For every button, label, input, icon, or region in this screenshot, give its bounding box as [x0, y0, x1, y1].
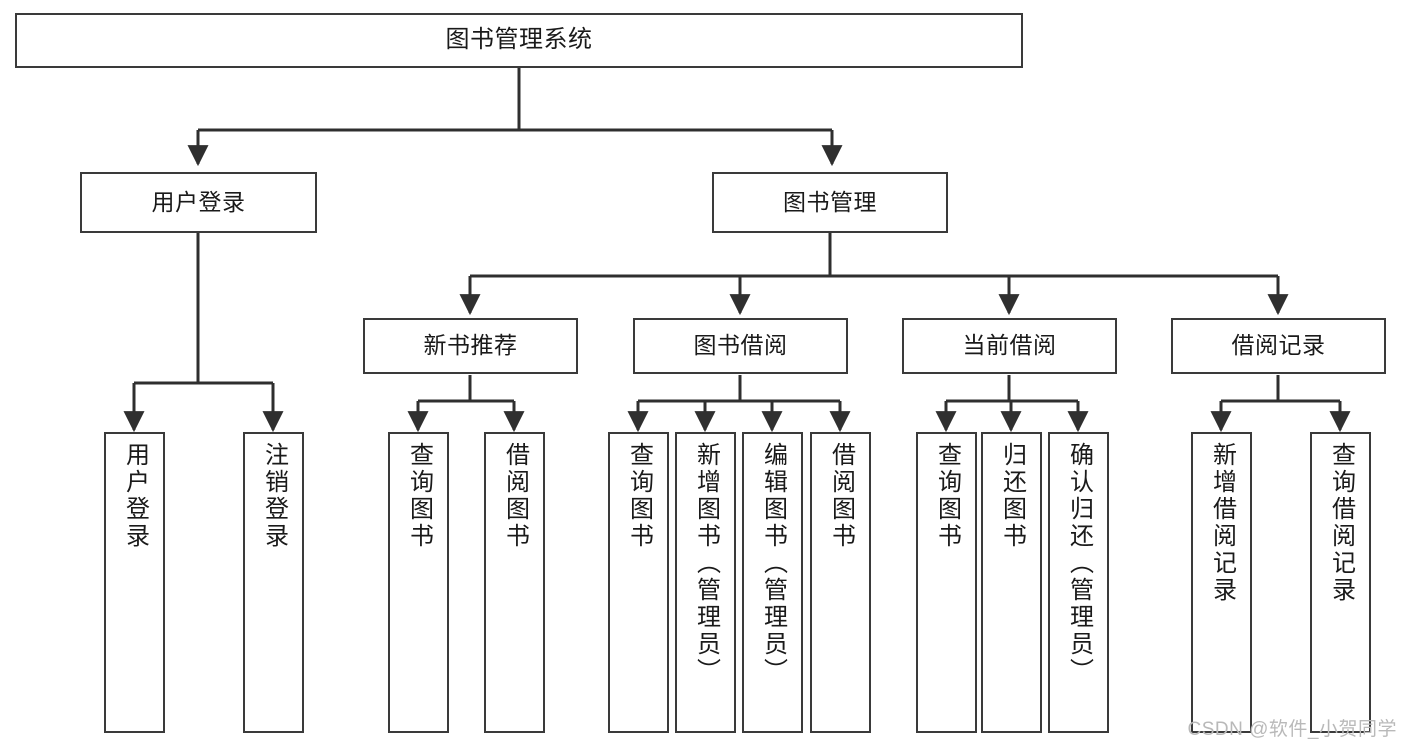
node-leaf-query-book-3[interactable]: 查询图书	[916, 432, 977, 733]
node-label: 新增借阅记录	[1208, 442, 1236, 604]
node-label: 查询借阅记录	[1327, 442, 1355, 604]
node-leaf-add-record[interactable]: 新增借阅记录	[1191, 432, 1252, 733]
node-label: 借阅图书	[501, 442, 529, 550]
node-leaf-query-book-2[interactable]: 查询图书	[608, 432, 669, 733]
node-label: 用户登录	[151, 188, 246, 215]
node-leaf-borrow-book-2[interactable]: 借阅图书	[810, 432, 871, 733]
node-new-book-recommend[interactable]: 新书推荐	[363, 318, 578, 374]
node-current-borrow[interactable]: 当前借阅	[902, 318, 1117, 374]
node-label: 当前借阅	[962, 332, 1057, 359]
watermark-text: CSDN @软件_小贺同学	[1187, 719, 1397, 740]
node-leaf-user-logout[interactable]: 注销登录	[243, 432, 304, 733]
node-label: 图书管理系统	[445, 26, 593, 54]
node-label: 查询图书	[933, 442, 961, 550]
node-label: 借阅图书	[827, 442, 855, 550]
node-leaf-return-book[interactable]: 归还图书	[981, 432, 1042, 733]
node-book-borrow[interactable]: 图书借阅	[633, 318, 848, 374]
node-leaf-query-book-1[interactable]: 查询图书	[388, 432, 449, 733]
node-label: 图书管理	[783, 188, 877, 215]
node-leaf-add-book[interactable]: 新增图书（管理员）	[675, 432, 736, 733]
node-leaf-edit-book[interactable]: 编辑图书（管理员）	[742, 432, 803, 733]
node-label: 查询图书	[405, 442, 433, 550]
node-label: 新书推荐	[423, 332, 518, 359]
node-label: 归还图书	[998, 442, 1026, 550]
node-user-login[interactable]: 用户登录	[80, 172, 317, 233]
node-leaf-query-record[interactable]: 查询借阅记录	[1310, 432, 1371, 733]
node-label: 用户登录	[121, 442, 149, 550]
node-leaf-user-login[interactable]: 用户登录	[104, 432, 165, 733]
node-leaf-confirm-return[interactable]: 确认归还（管理员）	[1048, 432, 1109, 733]
node-label: 新增图书（管理员）	[692, 442, 720, 685]
node-label: 注销登录	[260, 442, 288, 550]
node-borrow-record[interactable]: 借阅记录	[1171, 318, 1386, 374]
node-label: 确认归还（管理员）	[1065, 442, 1093, 685]
node-label: 借阅记录	[1231, 332, 1326, 359]
node-label: 图书借阅	[693, 332, 788, 359]
node-label: 查询图书	[625, 442, 653, 550]
node-book-manage[interactable]: 图书管理	[712, 172, 948, 233]
node-label: 编辑图书（管理员）	[759, 442, 787, 685]
node-leaf-borrow-book-1[interactable]: 借阅图书	[484, 432, 545, 733]
node-root-library-management-system[interactable]: 图书管理系统	[15, 13, 1023, 68]
